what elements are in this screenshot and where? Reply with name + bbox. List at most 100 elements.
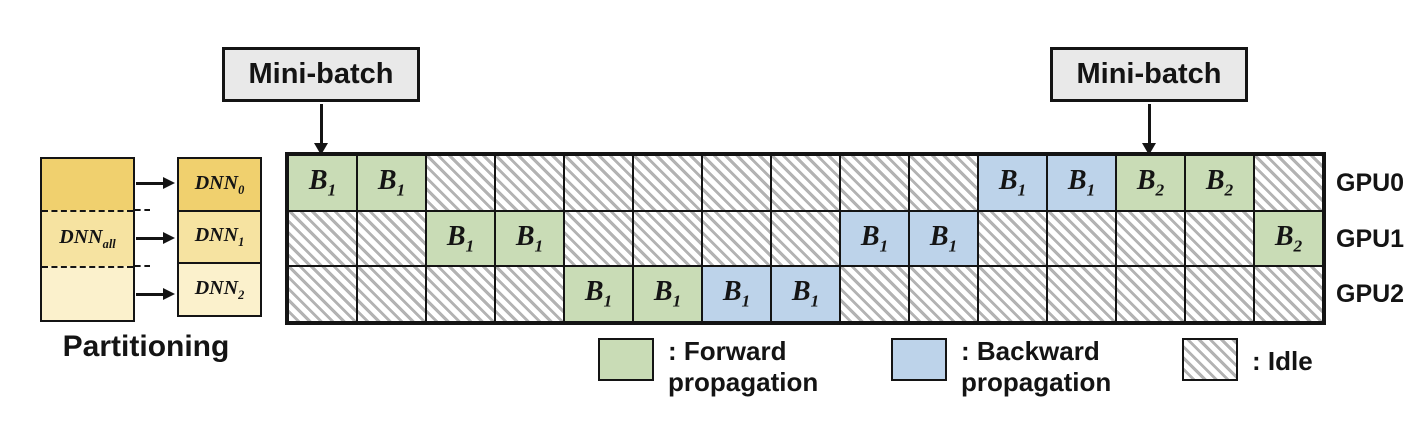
whole-model-segment-0: [42, 159, 133, 210]
cell-gpu1-t12-idle: [1047, 210, 1116, 267]
legend-item-idle: : Idle: [1182, 338, 1313, 381]
cell-gpu2-t2-idle: [357, 266, 426, 322]
partition-label-dnn2: DNN2: [194, 276, 245, 302]
cell-label: B1: [860, 220, 889, 256]
cell-gpu0-t1-forward: B1: [288, 155, 357, 211]
partition-arrow-2-line: [136, 293, 164, 296]
cell-gpu2-t1-idle: [288, 266, 357, 322]
cell-gpu2-t4-idle: [495, 266, 564, 322]
minibatch-arrow-1-line: [320, 104, 323, 144]
partition-label-dnn1: DNN1: [194, 224, 245, 249]
whole-model-box: DNNall: [40, 157, 135, 322]
legend-text-forward: : Forward propagation: [668, 336, 819, 397]
cell-gpu0-t5-idle: [564, 155, 633, 211]
cell-gpu1-t10-backward: B1: [909, 210, 978, 267]
cell-gpu1-t11-idle: [978, 210, 1047, 267]
cell-gpu2-t5-forward: B1: [564, 266, 633, 322]
cell-gpu1-t6-idle: [633, 210, 702, 267]
cell-label: B1: [1067, 165, 1096, 200]
cell-gpu2-t12-idle: [1047, 266, 1116, 322]
minibatch-label-1: Mini-batch: [248, 58, 394, 90]
cell-gpu1-t7-idle: [702, 210, 771, 267]
cell-label: B2: [1136, 165, 1165, 200]
partition-arrow-1-line: [136, 237, 164, 240]
cell-gpu1-t8-idle: [771, 210, 840, 267]
legend-text-backward: : Backward propagation: [961, 336, 1112, 397]
partition-box-dnn1: DNN1: [177, 209, 262, 265]
cell-gpu0-t10-idle: [909, 155, 978, 211]
cell-gpu1-t3-forward: B1: [426, 210, 495, 267]
gpu-label-0: GPU0: [1336, 169, 1405, 197]
cell-gpu0-t15-idle: [1254, 155, 1323, 211]
cell-gpu0-t6-idle: [633, 155, 702, 211]
cell-gpu0-t7-idle: [702, 155, 771, 211]
cell-label: B1: [446, 220, 475, 256]
partition-box-dnn0: DNN0: [177, 157, 262, 212]
cell-gpu0-t8-idle: [771, 155, 840, 211]
cell-gpu1-t14-idle: [1185, 210, 1254, 267]
minibatch-arrow-2-line: [1148, 104, 1151, 144]
cell-label: B1: [377, 165, 406, 200]
cell-label: B1: [791, 276, 820, 311]
cell-gpu1-t2-idle: [357, 210, 426, 267]
partition-label-dnn0: DNN0: [194, 171, 245, 197]
cell-label: B1: [722, 276, 751, 311]
partition-box-dnn2: DNN2: [177, 262, 262, 317]
legend-text-idle: : Idle: [1252, 346, 1313, 376]
partitioning-caption: Partitioning: [62, 330, 230, 363]
partition-stack: DNN0 DNN1 DNN2: [177, 157, 262, 317]
legend-item-forward: : Forward propagation: [598, 336, 819, 398]
cell-label: B1: [653, 276, 682, 311]
cell-label: B2: [1205, 165, 1234, 200]
partition-arrow-0-head-icon: [163, 177, 175, 189]
cell-gpu0-t9-idle: [840, 155, 909, 211]
cell-gpu2-t9-idle: [840, 266, 909, 322]
whole-model-segment-2: [42, 266, 133, 320]
cell-gpu1-t9-backward: B1: [840, 210, 909, 267]
cell-gpu2-t8-backward: B1: [771, 266, 840, 322]
forward-swatch-icon: [598, 338, 654, 381]
cell-gpu1-t13-idle: [1116, 210, 1185, 267]
minibatch-box-1: Mini-batch: [222, 47, 420, 102]
cell-gpu2-t13-idle: [1116, 266, 1185, 322]
cell-label: B1: [515, 220, 544, 256]
cell-gpu0-t12-backward: B1: [1047, 155, 1116, 211]
dashed-cut-line-1: [135, 209, 150, 211]
minibatch-box-2: Mini-batch: [1050, 47, 1248, 102]
cell-gpu0-t13-forward: B2: [1116, 155, 1185, 211]
gpu-label-2: GPU2: [1336, 280, 1405, 308]
partition-arrow-2-head-icon: [163, 288, 175, 300]
cell-label: B1: [998, 165, 1027, 200]
cell-label: B1: [308, 165, 337, 200]
cell-label: B2: [1274, 220, 1303, 256]
cell-gpu0-t14-forward: B2: [1185, 155, 1254, 211]
cell-gpu0-t11-backward: B1: [978, 155, 1047, 211]
cell-gpu2-t11-idle: [978, 266, 1047, 322]
cell-label: B1: [929, 220, 958, 256]
legend-item-backward: : Backward propagation: [891, 336, 1112, 398]
partition-arrow-1-head-icon: [163, 232, 175, 244]
cell-label: B1: [584, 276, 613, 311]
idle-swatch-icon: [1182, 338, 1238, 381]
dashed-cut-line-2: [135, 265, 150, 267]
gpu-label-1: GPU1: [1336, 225, 1405, 253]
cell-gpu2-t10-idle: [909, 266, 978, 322]
cell-gpu2-t7-backward: B1: [702, 266, 771, 322]
cell-gpu2-t3-idle: [426, 266, 495, 322]
cell-gpu2-t15-idle: [1254, 266, 1323, 322]
cell-gpu1-t4-forward: B1: [495, 210, 564, 267]
cell-gpu2-t14-idle: [1185, 266, 1254, 322]
cell-gpu2-t6-forward: B1: [633, 266, 702, 322]
minibatch-label-2: Mini-batch: [1076, 58, 1222, 90]
whole-model-segment-1: DNNall: [42, 210, 133, 266]
cell-gpu0-t4-idle: [495, 155, 564, 211]
cell-gpu0-t2-forward: B1: [357, 155, 426, 211]
cell-gpu0-t3-idle: [426, 155, 495, 211]
whole-model-label: DNNall: [59, 226, 116, 251]
cell-gpu1-t15-forward: B2: [1254, 210, 1323, 267]
cell-gpu1-t5-idle: [564, 210, 633, 267]
cell-gpu1-t1-idle: [288, 210, 357, 267]
partition-arrow-0-line: [136, 182, 164, 185]
